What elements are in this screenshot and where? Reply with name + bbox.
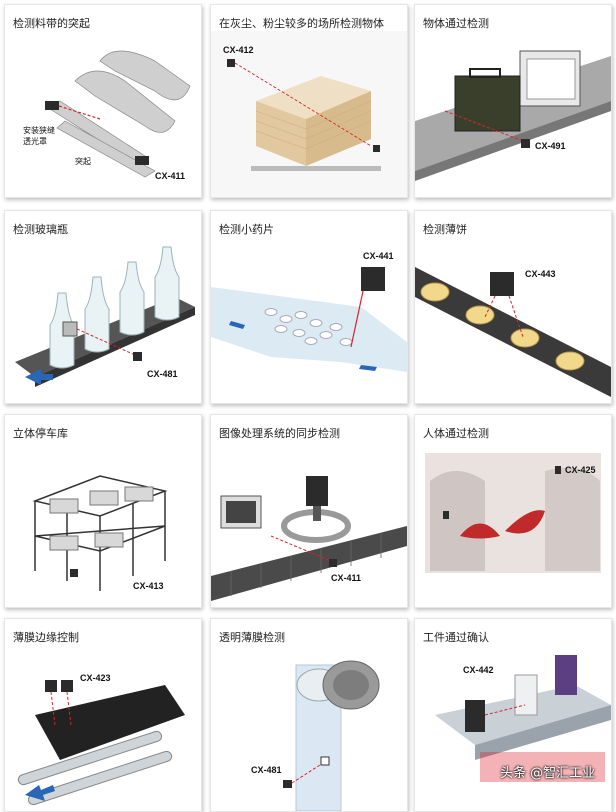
panel-title: 人体通过检测 bbox=[423, 427, 489, 440]
model-label: CX-481 bbox=[251, 765, 282, 775]
panel-title: 图像处理系统的同步检测 bbox=[219, 427, 340, 440]
model-label: CX-491 bbox=[535, 141, 566, 151]
bottles-illustration: CX-481 bbox=[15, 246, 195, 387]
watermark-text: 头条 @智汇工业 bbox=[500, 762, 595, 781]
model-label: CX-442 bbox=[463, 665, 494, 675]
panel-image-sync: 图像处理系统的同步检测 CX-411 bbox=[210, 414, 408, 608]
label-cover: 透光罩 bbox=[23, 136, 47, 146]
dusty-area-illustration: CX-412 bbox=[211, 31, 407, 197]
panel-title: 物体通过检测 bbox=[423, 17, 489, 30]
label-slit: 安装狭缝 bbox=[23, 125, 55, 135]
panel-human-passing: 人体通过检测 CX-425 bbox=[414, 414, 612, 608]
wafers-illustration: CX-443 bbox=[415, 267, 611, 397]
panel-object-passing: 物体通过检测 CX-491 bbox=[414, 4, 612, 198]
workpiece-illustration: CX-442 bbox=[435, 655, 611, 760]
model-label: CX-411 bbox=[155, 171, 185, 181]
panel-glass-bottles: 检测玻璃瓶 CX-481 bbox=[4, 210, 202, 404]
transparent-film-illustration: CX-481 bbox=[251, 660, 380, 811]
tablets-illustration: CX-441 bbox=[211, 251, 407, 372]
film-edge-illustration: CX-423 bbox=[17, 673, 185, 806]
panel-tape-bump: 检测料带的突起 安装狭缝 透光罩 突起 CX-411 bbox=[4, 4, 202, 198]
tape-bump-illustration: 安装狭缝 透光罩 突起 CX-411 bbox=[23, 50, 191, 181]
panel-title: 检测玻璃瓶 bbox=[13, 223, 68, 236]
panel-film-edge: 薄膜边缘控制 CX-423 bbox=[4, 618, 202, 812]
panel-title: 工件通过确认 bbox=[423, 631, 489, 644]
model-label: CX-481 bbox=[147, 369, 178, 379]
panel-wafers: 检测薄饼 CX-443 bbox=[414, 210, 612, 404]
parking-illustration: CX-413 bbox=[32, 475, 168, 591]
watermark-account: @智汇工业 bbox=[530, 766, 596, 781]
model-label: CX-412 bbox=[223, 45, 254, 55]
panel-dusty-detection: 在灰尘、粉尘较多的场所检测物体 CX-412 bbox=[210, 4, 408, 198]
model-label: CX-425 bbox=[565, 465, 596, 475]
image-sync-illustration: CX-411 bbox=[211, 476, 407, 601]
panel-title: 在灰尘、粉尘较多的场所检测物体 bbox=[219, 17, 384, 30]
model-label: CX-441 bbox=[363, 251, 394, 261]
panel-title: 薄膜边缘控制 bbox=[13, 631, 79, 644]
panel-title: 检测小药片 bbox=[219, 223, 274, 236]
model-label: CX-413 bbox=[133, 581, 164, 591]
panel-title: 立体停车库 bbox=[13, 427, 68, 440]
watermark-source: 头条 bbox=[500, 766, 527, 781]
panel-parking-garage: 立体停车库 CX-413 bbox=[4, 414, 202, 608]
panel-title: 检测料带的突起 bbox=[13, 17, 90, 30]
model-label: CX-443 bbox=[525, 269, 556, 279]
panel-small-tablets: 检测小药片 CX-441 bbox=[210, 210, 408, 404]
luggage-illustration: CX-491 bbox=[415, 50, 611, 181]
panel-transparent-film: 透明薄膜检测 CX-481 bbox=[210, 618, 408, 812]
turnstile-illustration: CX-425 bbox=[425, 453, 601, 573]
application-grid: 检测料带的突起 安装狭缝 透光罩 突起 CX-411 在灰尘、粉尘较多的场所检测… bbox=[4, 4, 612, 812]
panel-title: 透明薄膜检测 bbox=[219, 631, 285, 644]
panel-title: 检测薄饼 bbox=[423, 223, 467, 236]
watermark-logo bbox=[480, 752, 605, 782]
model-label: CX-423 bbox=[80, 673, 111, 683]
model-label: CX-411 bbox=[331, 573, 361, 583]
panel-workpiece-confirm: 工件通过确认 CX-442 bbox=[414, 618, 612, 812]
label-bump: 突起 bbox=[75, 156, 91, 166]
